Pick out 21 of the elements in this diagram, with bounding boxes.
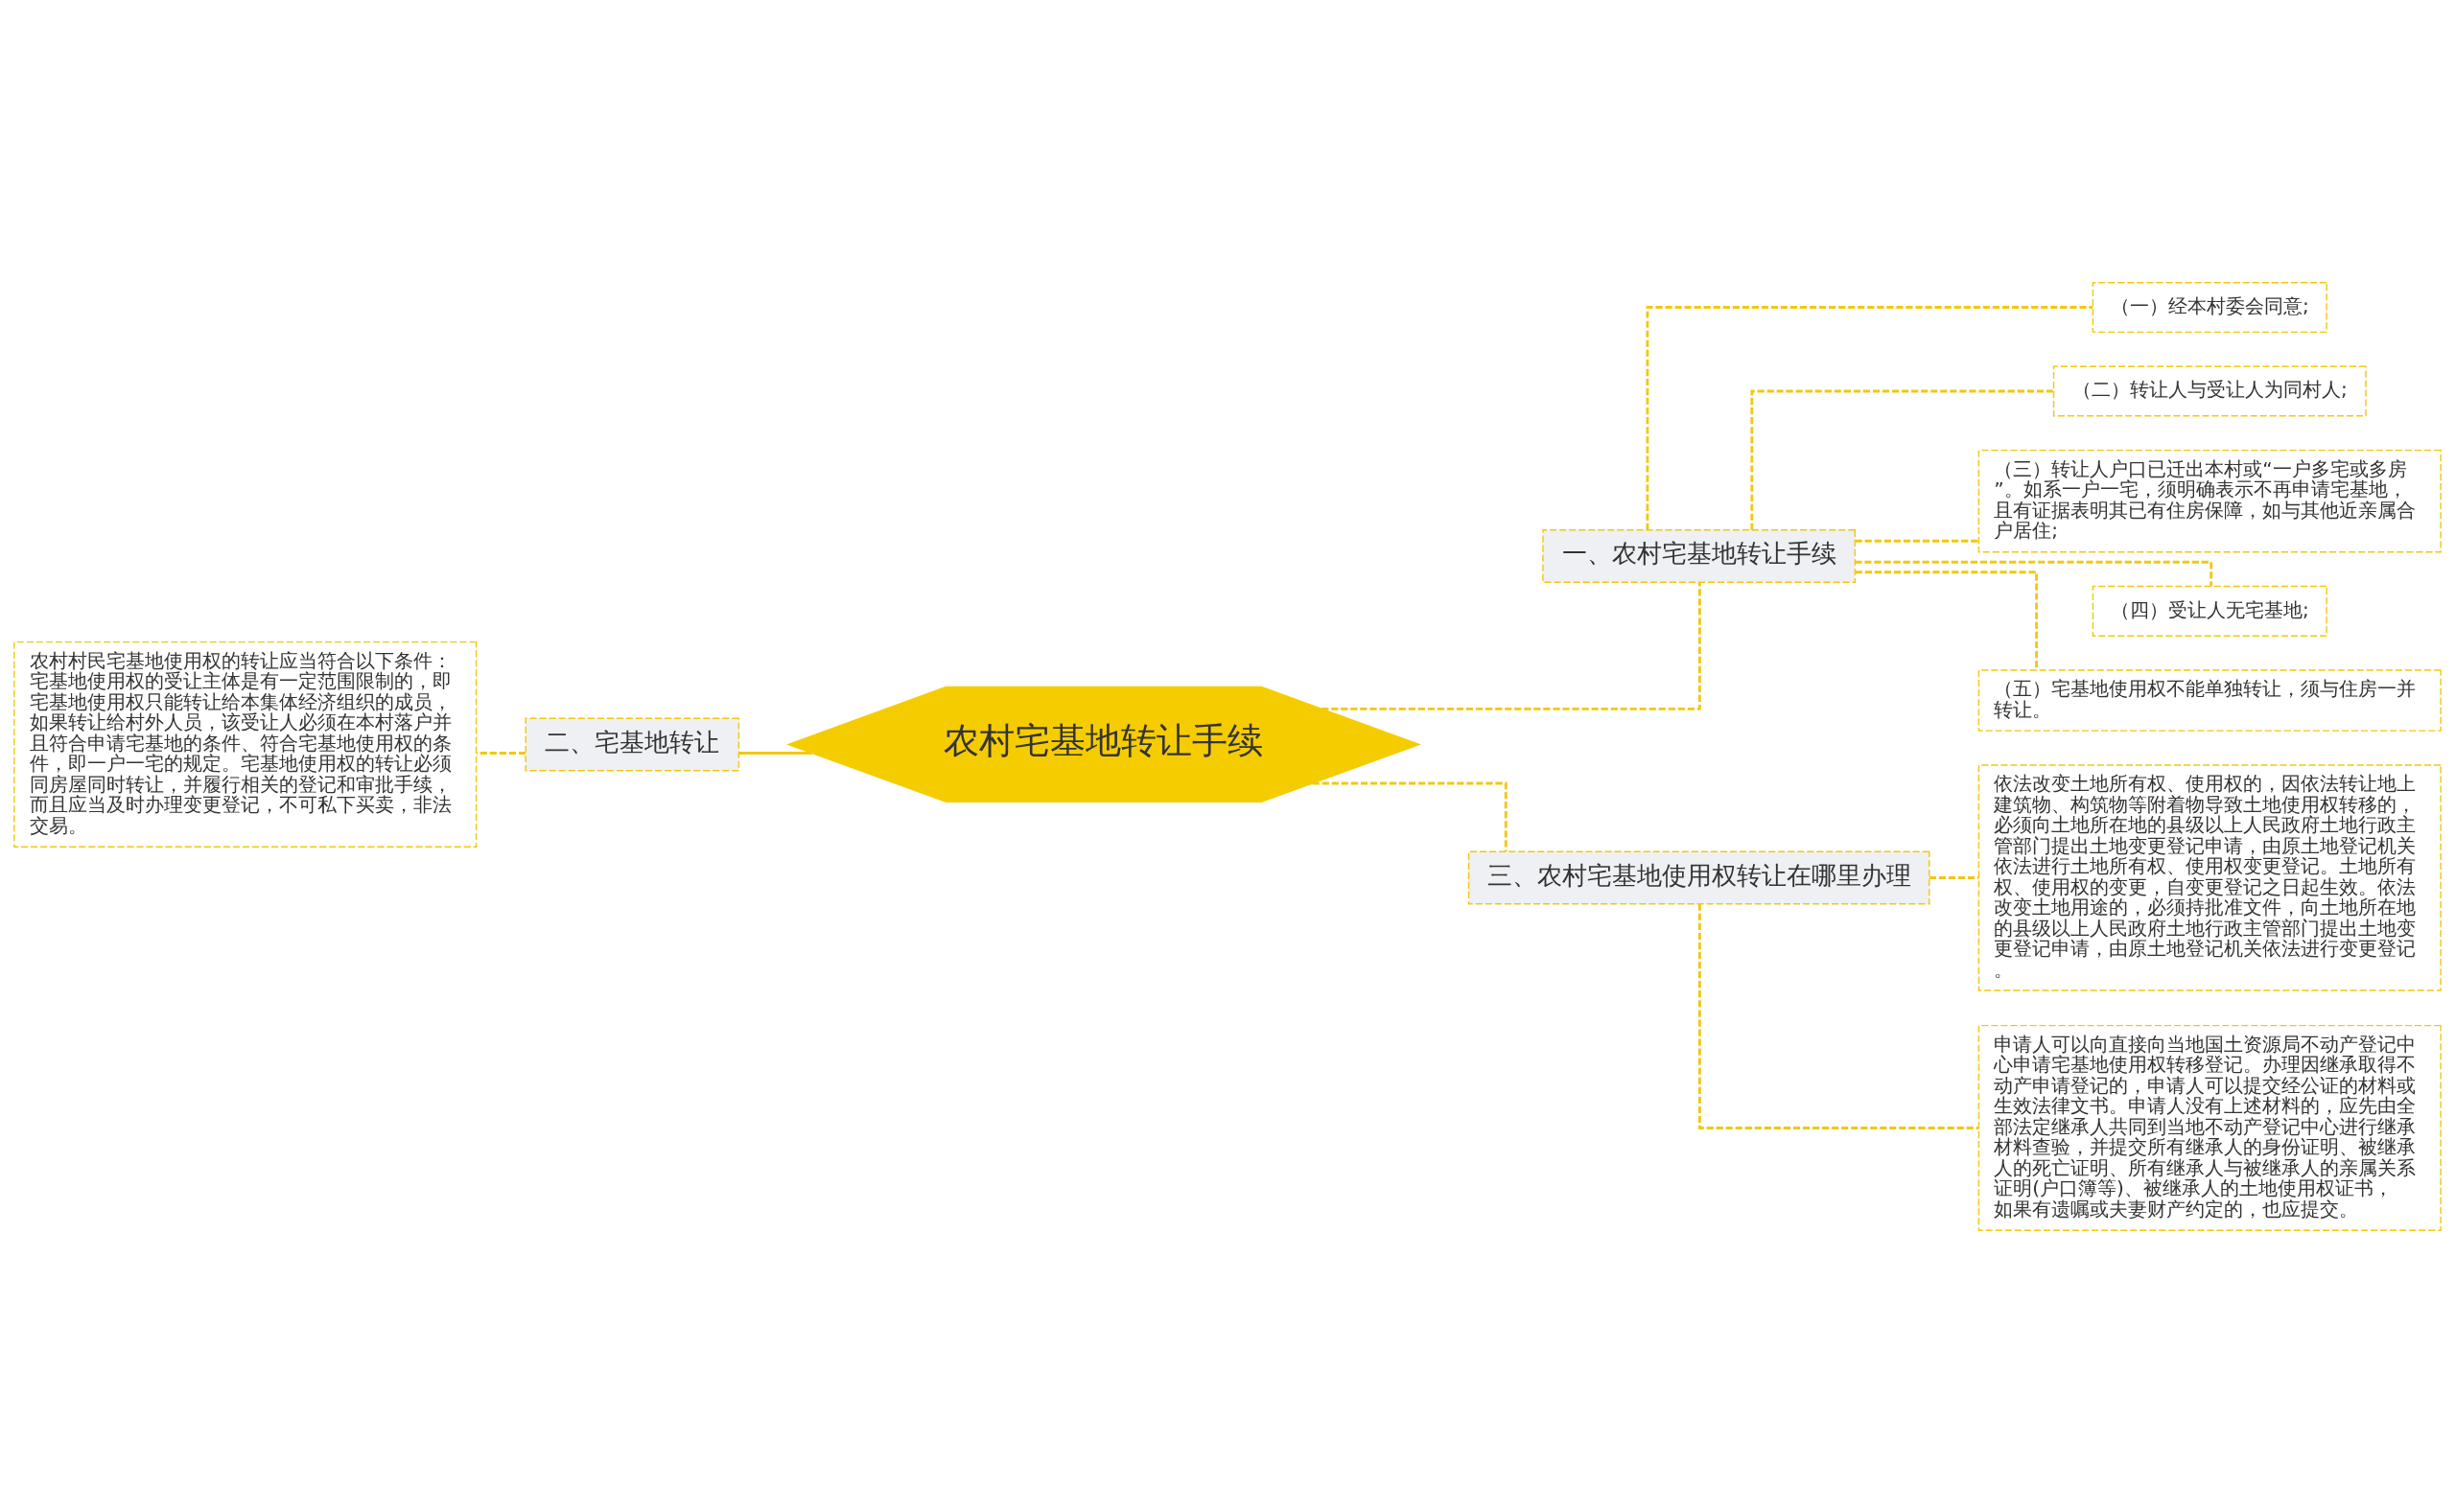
connector — [1646, 305, 2093, 530]
node-box: 三、农村宅基地使用权转让在哪里办理 — [1467, 850, 1930, 904]
node-box: 二、宅基地转让 — [525, 717, 740, 771]
connector — [1855, 539, 1978, 543]
node-box: 一、农村宅基地转让手续 — [1542, 528, 1857, 583]
node-box: （三）转让人户口已迁出本村或“一户多宅或多房”。如系一户一宅，须明确表示不再申请宅基地，且有证据表明其已有住房保障，如与其他近亲属合户居住; — [1977, 449, 2442, 552]
connector — [476, 751, 526, 755]
node-box: （五）宅基地使用权不能单独转让，须与住房一并转让。 — [1977, 668, 2442, 732]
node-box: 依法改变土地所有权、使用权的，因依法转让地上建筑物、构筑物等附着物导致土地使用权转移的，必须向土地所在地的县级以上人民政府土地行政主管部门提出土地变更登记申请，由原土地登记机关依法进行土地所有权、使用权变更登记。土地所有权、使用权的变更，自变更登记之日起生效。依法改变土地用途的，必须持批准文件，向土地所在地的县级以上人民政府土地行政主管部门提出土地变更登记申请，由原土地登记机关依法进行变更登记。 — [1977, 763, 2442, 991]
node-box: （四）受让人无宅基地; — [2092, 585, 2327, 637]
connector — [738, 751, 812, 755]
node-box: （一）经本村委会同意; — [2092, 281, 2327, 333]
node-box: （二）转让人与受让人为同村人; — [2052, 364, 2367, 416]
connector — [1855, 570, 2039, 670]
node-box: 申请人可以向直接向当地国土资源局不动产登记中心申请宅基地使用权转移登记。办理因继承取得不动产申请登记的，申请人可以提交经公证的材料或生效法律文书。申请人没有上述材料的，应先由全部法定继承人共同到当地不动产登记中心进行继承材料查验，并提交所有继承人的身份证明、被继承人的死亡证明、所有继承人与被继承人的亲属关系证明(户口簿等)、被继承人的土地使用权证书，如果有遗嘱或夫妻财产约定的，也应提交。 — [1977, 1024, 2442, 1231]
connector — [1697, 903, 1979, 1129]
connector — [1321, 581, 1701, 710]
connector — [1312, 781, 1508, 851]
connector — [1750, 389, 2054, 530]
node-box: 农村村民宅基地使用权的转让应当符合以下条件：宅基地使用权的受让主体是有一定范围限制的，即宅基地使用权只能转让给本集体经济组织的成员，如果转让给村外人员，该受让人必须在本村落户并且符合申请宅基地的条件、符合宅基地使用权的条件，即一户一宅的规定。宅基地使用权的转让必须同房屋同时转让，并履行相关的登记和审批手续，而且应当及时办理变更登记，不可私下买卖，非法交易。 — [13, 640, 478, 848]
connector — [1929, 875, 1979, 879]
